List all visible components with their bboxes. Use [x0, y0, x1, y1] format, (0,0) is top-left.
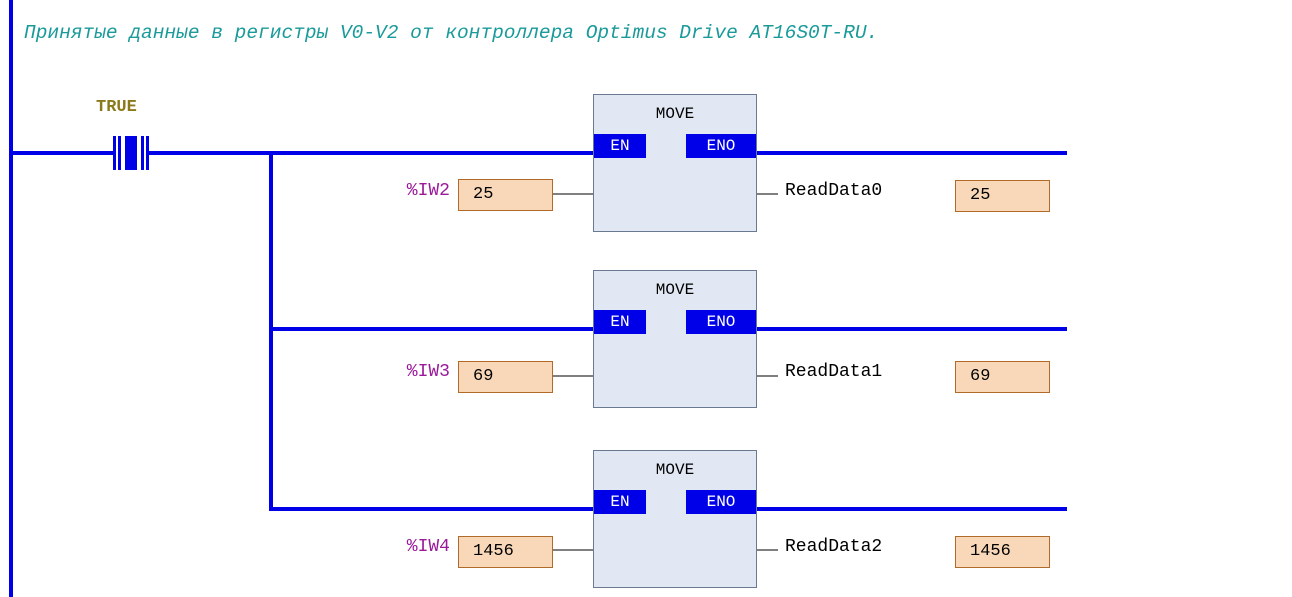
en-pin: EN — [594, 490, 646, 514]
rung-comment: Принятые данные в регистры V0-V2 от конт… — [24, 22, 879, 44]
output-var-2: ReadData1 — [785, 362, 883, 382]
output-value-3[interactable]: 1456 — [955, 536, 1050, 568]
input-value-1[interactable]: 25 — [458, 179, 553, 211]
block-title: MOVE — [655, 105, 695, 123]
input-var-2: %IW3 — [406, 362, 450, 382]
eno-wire-2 — [757, 327, 1067, 331]
eno-pin: ENO — [686, 310, 756, 334]
output-value-2[interactable]: 69 — [955, 361, 1050, 393]
block-title: MOVE — [655, 461, 695, 479]
input-var-3: %IW4 — [406, 537, 450, 557]
input-value-2[interactable]: 69 — [458, 361, 553, 393]
eno-pin: ENO — [686, 490, 756, 514]
output-var-1: ReadData0 — [785, 181, 883, 201]
block-title: MOVE — [655, 281, 695, 299]
eno-wire-3 — [757, 507, 1067, 511]
input-var-1: %IW2 — [406, 181, 450, 201]
output-value-1[interactable]: 25 — [955, 180, 1050, 212]
eno-pin: ENO — [686, 134, 756, 158]
contact-label: TRUE — [96, 98, 137, 117]
left-power-rail — [9, 0, 13, 597]
move-block-2[interactable]: MOVE EN ENO — [593, 270, 757, 408]
rung-wire-1 — [13, 151, 113, 155]
true-contact[interactable] — [113, 136, 149, 170]
branch-rung-3 — [269, 507, 593, 511]
output-var-3: ReadData2 — [785, 537, 883, 557]
branch-rung-2 — [269, 327, 593, 331]
move-block-1[interactable]: MOVE EN ENO — [593, 94, 757, 232]
en-pin: EN — [594, 310, 646, 334]
move-block-3[interactable]: MOVE EN ENO — [593, 450, 757, 588]
eno-wire-1 — [757, 151, 1067, 155]
rung-wire-2 — [149, 151, 593, 155]
input-value-3[interactable]: 1456 — [458, 536, 553, 568]
en-pin: EN — [594, 134, 646, 158]
